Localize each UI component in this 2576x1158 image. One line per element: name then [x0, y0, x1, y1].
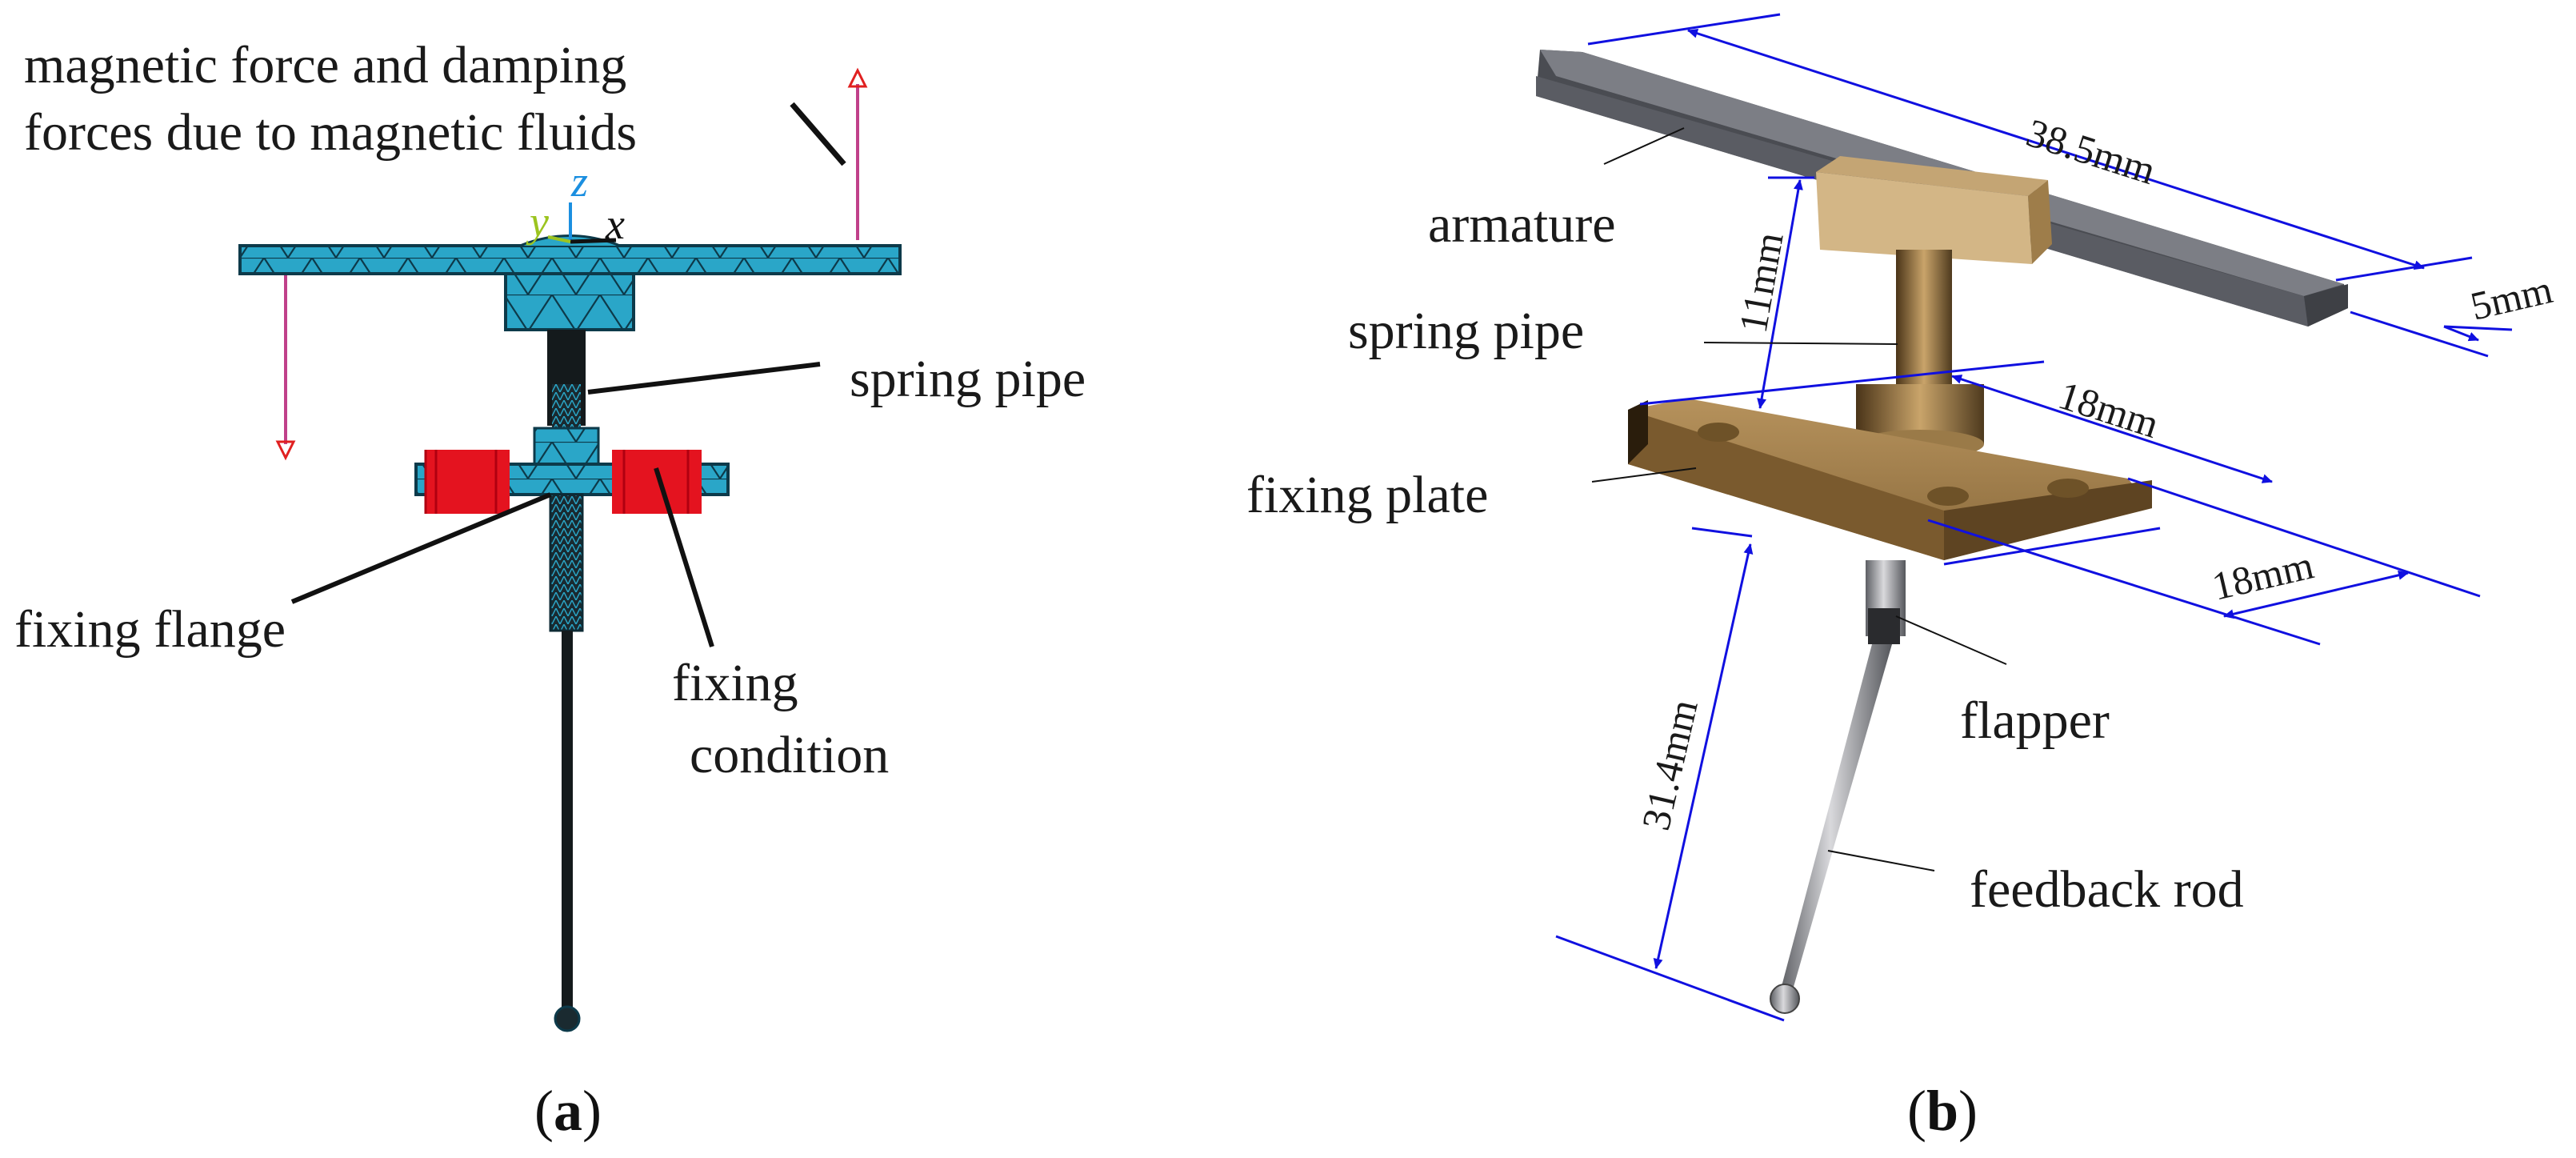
armature-hub	[1816, 156, 2052, 264]
panel-b-caption: (b)	[1907, 1079, 1978, 1143]
axis-label-x: x	[605, 200, 625, 248]
panel-a-caption: (a)	[534, 1079, 602, 1143]
force-arrow-down	[275, 272, 296, 461]
dimension-armature-thickness-label: 5mm	[2466, 266, 2557, 329]
fixing-condition-right	[612, 450, 702, 514]
force-arrow-up	[847, 67, 868, 240]
fixing-plate	[1628, 399, 2152, 560]
magnetic-force-leader	[790, 102, 846, 166]
feedback-rod-mesh	[562, 631, 573, 1007]
dimension-plate-depth: 18mm	[1927, 519, 2409, 646]
magnetic-force-label-line1: magnetic force and damping	[24, 36, 626, 94]
panel-b: 38.5mm 5mm 11mm 18mm 18mm	[1246, 13, 2557, 1143]
axis-label-z: z	[570, 158, 588, 206]
dimension-spring-pipe-height: 11mm	[1730, 176, 1814, 409]
fixing-plate-leader	[1591, 467, 1697, 483]
fixing-condition-leader	[654, 467, 714, 647]
fixing-condition-label-line2: condition	[690, 726, 889, 784]
spring-pipe	[1896, 250, 1952, 394]
spring-pipe-label-a: spring pipe	[850, 350, 1086, 408]
panel-a: magnetic force and damping forces due to…	[14, 36, 1086, 1143]
feedback-rod-leader	[1827, 850, 1935, 872]
magnetic-force-label-line2: forces due to magnetic fluids	[24, 103, 637, 162]
feedback-rod	[1780, 644, 1892, 992]
dimension-plate-width-label: 18mm	[2054, 372, 2165, 447]
dimension-rod-length: 31.4mm	[1555, 527, 1785, 1022]
dimension-rod-length-label: 31.4mm	[1633, 695, 1706, 835]
fixing-condition-label-line1: fixing	[672, 654, 798, 712]
fixing-condition-left	[424, 450, 510, 514]
feedback-rod-label: feedback rod	[1970, 860, 2244, 919]
flapper-leader	[1895, 615, 2007, 665]
armature-leader	[1603, 127, 1685, 165]
axis-label-y: y	[526, 198, 549, 246]
coordinate-axes: z y x	[526, 158, 625, 248]
fixing-flange-leader	[290, 492, 552, 604]
armature-mesh	[238, 244, 902, 275]
flapper-label: flapper	[1960, 691, 2110, 750]
armature-hub-mesh	[504, 272, 635, 331]
fixing-plate-label: fixing plate	[1246, 466, 1488, 524]
fixing-flange-label: fixing flange	[14, 600, 286, 659]
armature-label: armature	[1428, 195, 1616, 254]
flapper-mesh	[549, 493, 584, 632]
dimension-spring-pipe-height-label: 11mm	[1730, 229, 1792, 336]
spring-pipe-leader-b	[1703, 342, 1898, 345]
spring-pipe-leader-a	[587, 362, 821, 395]
dimension-armature-thickness: 5mm	[2350, 266, 2557, 358]
spring-pipe-label-b: spring pipe	[1348, 302, 1584, 360]
